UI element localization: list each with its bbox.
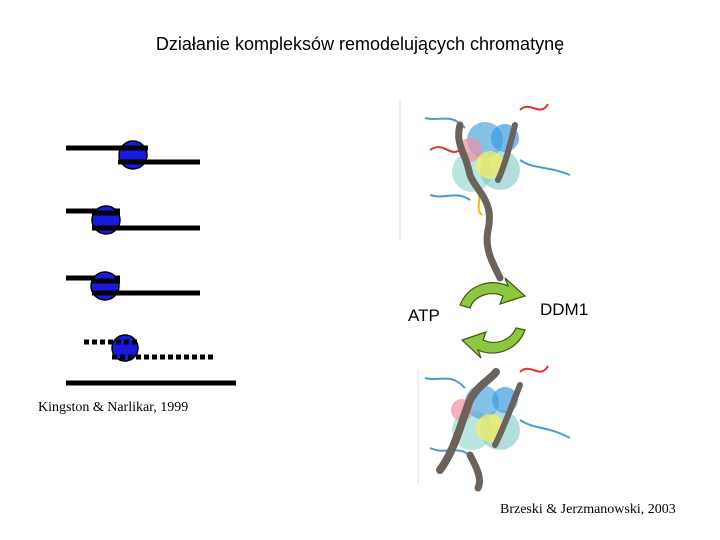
slide-title: Działanie kompleksów remodelujących chro… bbox=[155, 34, 565, 54]
ddm1-label: DDM1 bbox=[540, 300, 589, 319]
schematic-row-1 bbox=[66, 140, 200, 170]
schematic-row-3 bbox=[66, 271, 200, 301]
citation-left: Kingston & Narlikar, 1999 bbox=[38, 400, 189, 415]
arrow-down-icon bbox=[460, 327, 526, 359]
cycle-arrows bbox=[459, 277, 527, 359]
nucleosome-structure-top bbox=[399, 100, 571, 282]
nucleosome-structure-bottom bbox=[417, 365, 571, 492]
schematic-row-2 bbox=[66, 205, 200, 235]
schematic-row-4 bbox=[84, 334, 214, 362]
nucleosome-schematic bbox=[66, 140, 236, 386]
nucleosome-icon bbox=[118, 140, 148, 170]
arrow-up-icon bbox=[459, 277, 527, 309]
citation-right: Brzeski & Jerzmanowski, 2003 bbox=[500, 502, 676, 517]
atp-label: ATP bbox=[408, 306, 440, 325]
nucleosome-icon bbox=[90, 271, 120, 301]
